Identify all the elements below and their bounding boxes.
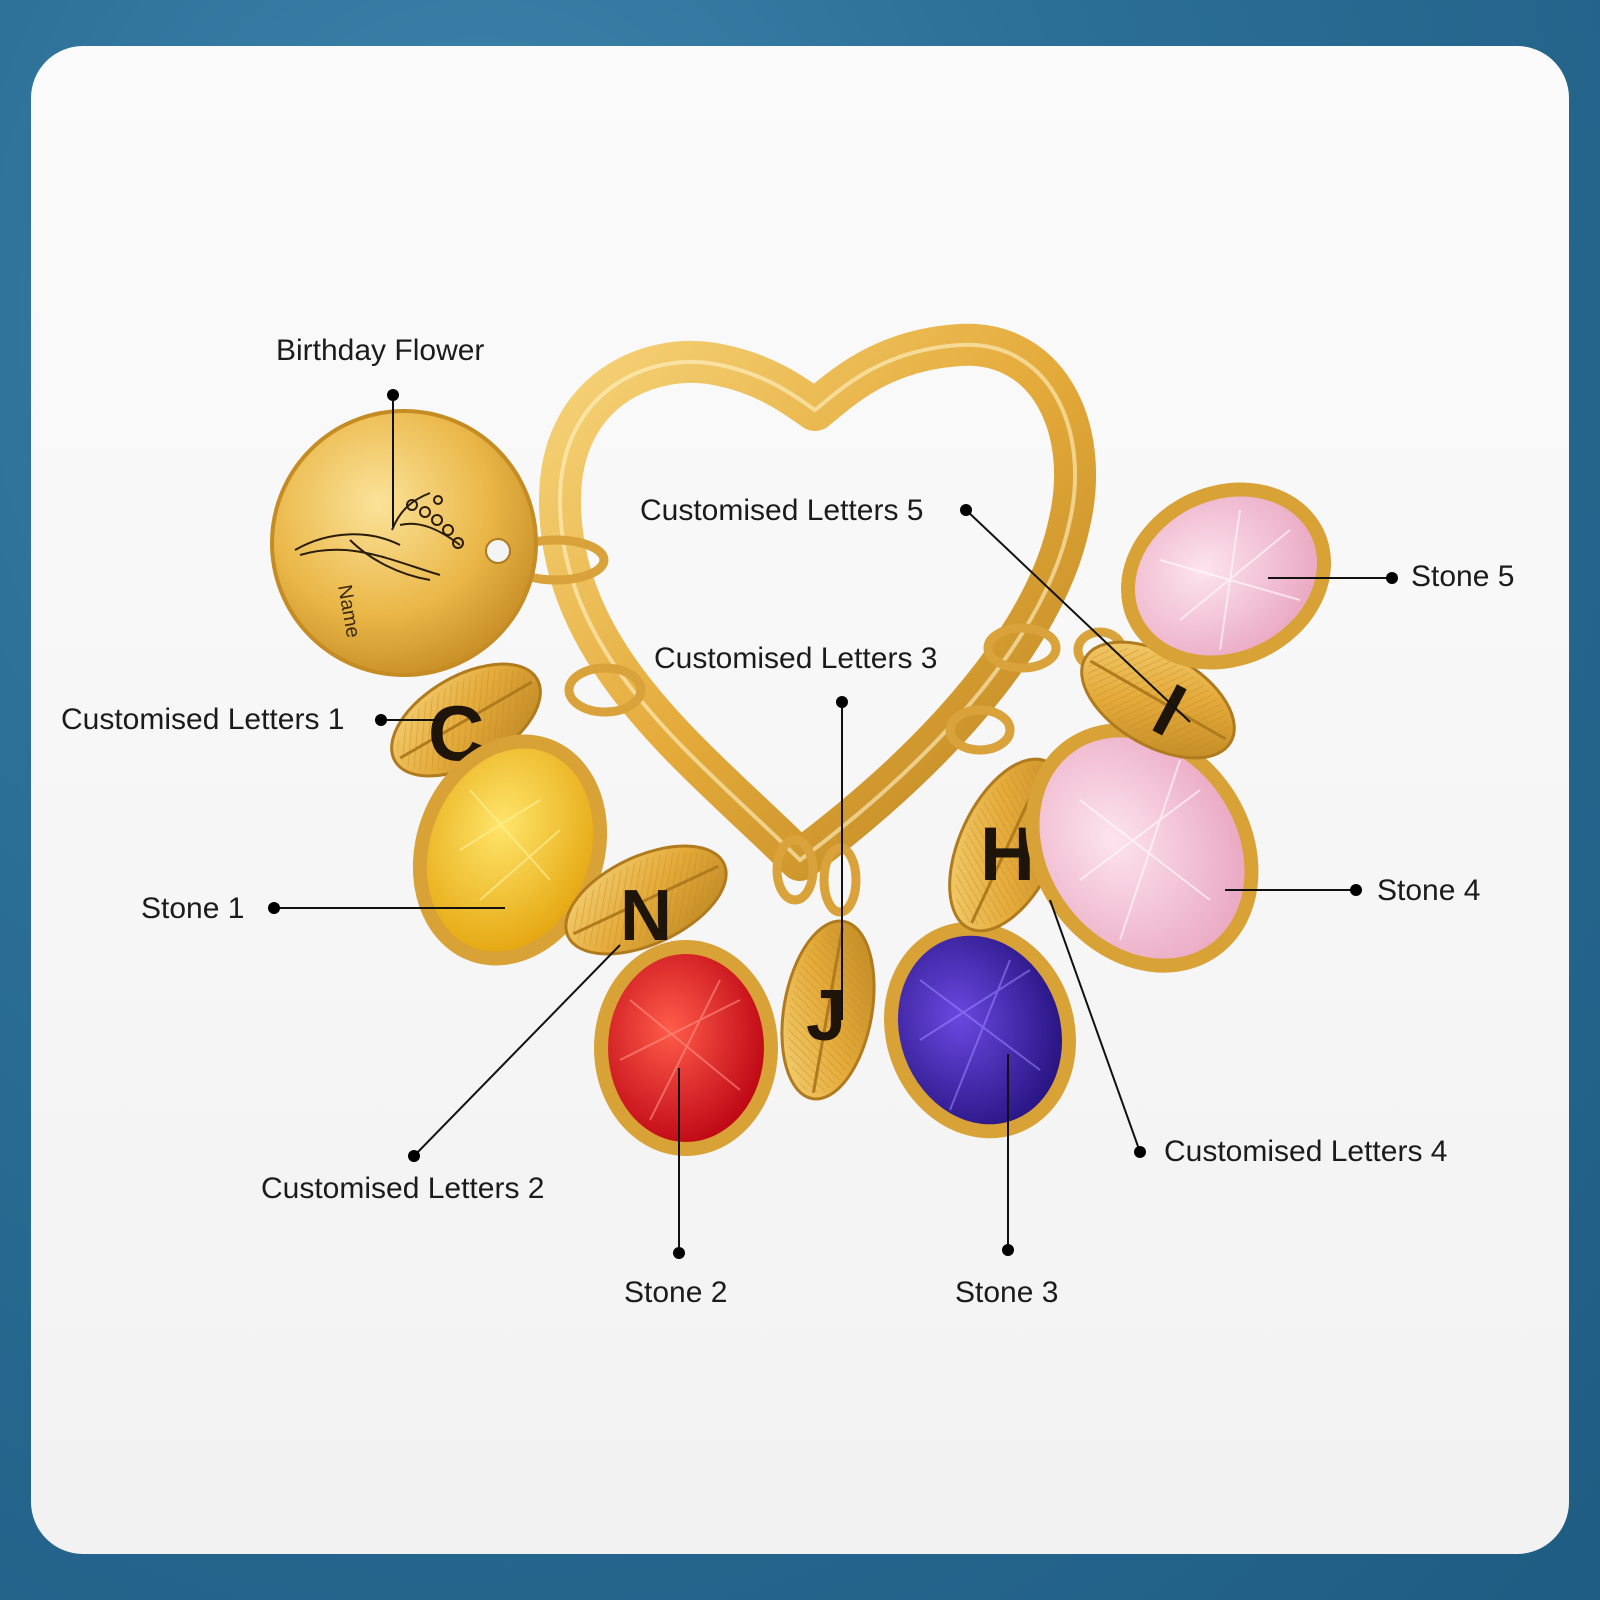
callout-customised-letters-1: Customised Letters 1 [61, 703, 345, 736]
birthday-flower-disc: Name [270, 409, 538, 677]
callout-customised-letters-4: Customised Letters 4 [1164, 1135, 1448, 1168]
stone-5-charm [1120, 482, 1332, 670]
callout-stone-3: Stone 3 [955, 1276, 1059, 1309]
jump-ring [983, 623, 1061, 673]
callout-leaders [274, 395, 1392, 1253]
callout-stone-2: Stone 2 [624, 1276, 728, 1309]
leaf-charm-5 [1080, 640, 1236, 760]
leaf-charm-2 [564, 844, 728, 956]
stone-4-charm [1025, 723, 1259, 973]
callout-stone-5: Stone 5 [1411, 560, 1515, 593]
callout-stone-4: Stone 4 [1377, 874, 1481, 907]
stone-3-charm [883, 921, 1077, 1139]
callout-customised-letters-5: Customised Letters 5 [640, 494, 924, 527]
callout-stone-1: Stone 1 [141, 892, 245, 925]
jump-ring [772, 835, 818, 905]
letter-charm-3: J [806, 976, 846, 1056]
stone-2-charm [594, 940, 778, 1156]
leaf-charm-3 [780, 919, 876, 1101]
product-card [31, 46, 1569, 1554]
callout-birthday-flower: Birthday Flower [276, 334, 485, 367]
callout-customised-letters-2: Customised Letters 2 [261, 1172, 545, 1205]
flower-engraving [294, 492, 464, 581]
letter-charm-2: N [620, 876, 672, 956]
jump-ring [564, 663, 646, 717]
jump-ring [819, 843, 861, 917]
callout-dots [268, 389, 1398, 1259]
jump-ring [945, 705, 1015, 755]
callout-customised-letters-3: Customised Letters 3 [654, 642, 938, 675]
